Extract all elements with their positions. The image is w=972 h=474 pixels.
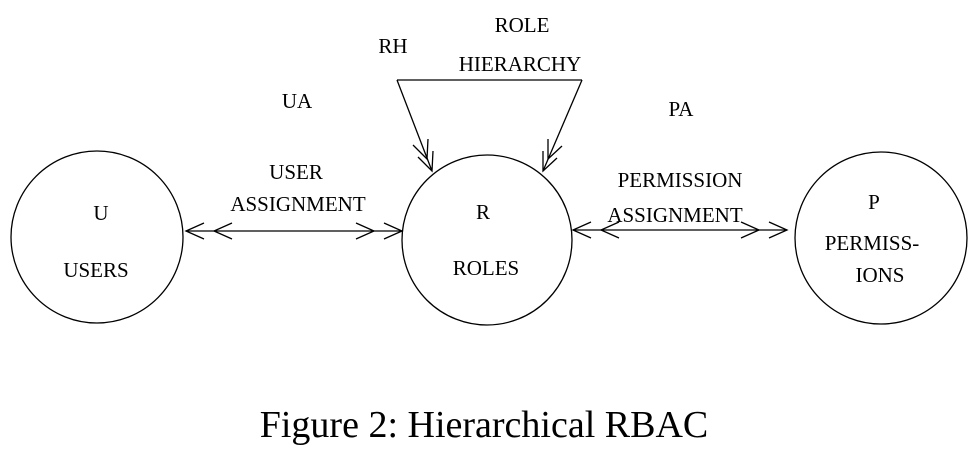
arrowhead-down-right-inner <box>547 139 563 161</box>
arrowhead-down-left-outer <box>417 150 434 173</box>
user-assignment-arrow <box>184 222 404 240</box>
arrowhead-left-outer <box>571 221 592 239</box>
users-name: USERS <box>63 258 128 282</box>
permission-assignment-abbr: PA <box>669 97 695 121</box>
permissions-abbr: P <box>868 190 880 214</box>
role-hierarchy-abbr: RH <box>378 34 407 58</box>
arrowhead-left-outer <box>184 222 205 240</box>
user-assignment-label-line1: USER <box>269 160 323 184</box>
permission-assignment-arrow <box>571 221 789 239</box>
arrowhead-right-inner <box>740 221 761 239</box>
role-hierarchy-label-line1: ROLE <box>495 13 550 37</box>
arrowhead-left-inner <box>212 222 233 240</box>
figure-caption: Figure 2: Hierarchical RBAC <box>260 404 709 446</box>
users-circle <box>10 150 184 324</box>
arrowhead-left-inner <box>599 221 620 239</box>
permission-assignment-label-line2: ASSIGNMENT <box>607 203 743 227</box>
permission-assignment-label-line1: PERMISSION <box>618 168 743 192</box>
users-abbr: U <box>93 201 108 225</box>
user-assignment-abbr: UA <box>282 89 313 113</box>
permissions-circle <box>794 151 968 325</box>
roles-abbr: R <box>476 200 490 224</box>
roles-name: ROLES <box>453 256 520 280</box>
roles-circle <box>401 154 573 326</box>
role-hierarchy-arrow <box>396 79 583 173</box>
arrowhead-down-left-inner <box>412 138 429 161</box>
arrowhead-right-outer <box>768 221 789 239</box>
role-hierarchy-right-diagonal <box>542 79 583 172</box>
role-hierarchy-label-line2: HIERARCHY <box>459 52 582 76</box>
arrowhead-right-outer <box>383 222 404 240</box>
permissions-name-line2: IONS <box>855 263 904 287</box>
arrowhead-right-inner <box>355 222 376 240</box>
user-assignment-label-line2: ASSIGNMENT <box>230 192 366 216</box>
role-hierarchy-left-diagonal <box>396 79 433 172</box>
arrowhead-down-right-outer <box>542 151 558 173</box>
permissions-name-line1: PERMISS- <box>825 231 920 255</box>
